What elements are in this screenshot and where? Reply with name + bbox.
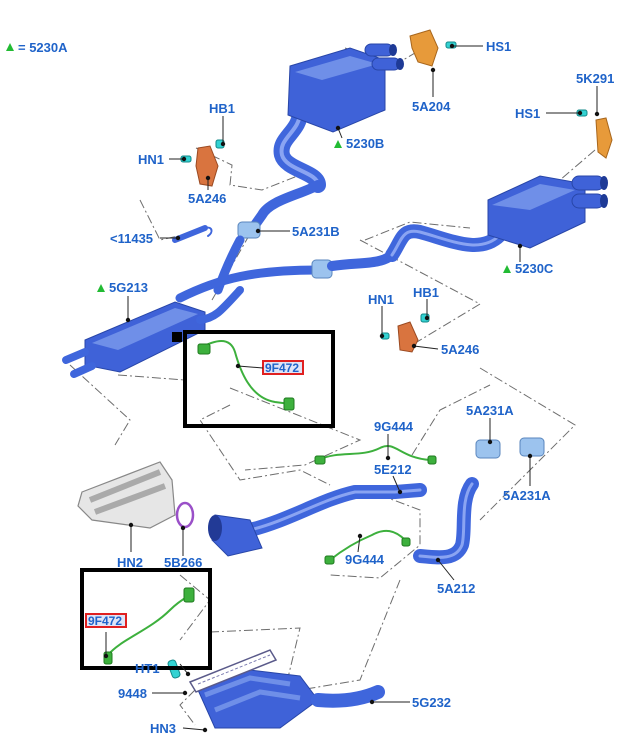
label-hs1-top: HS1 xyxy=(486,39,511,54)
legend: = 5230A xyxy=(6,40,68,55)
callout-box-9f472-top: 9F472 xyxy=(172,330,335,428)
insulator-5a246-left xyxy=(195,145,219,187)
label-hn1-left: HN1 xyxy=(138,152,164,167)
part-labels: HS1 5A204 5K291 HS1 HB1 HN1 5A246 5230B … xyxy=(109,39,614,736)
manifold-left xyxy=(77,461,195,529)
mid-pipes xyxy=(175,180,397,303)
label-5b266: 5B266 xyxy=(164,555,202,570)
label-5230b: 5230B xyxy=(346,136,384,151)
leader-lines xyxy=(103,43,600,733)
label-9f472-top: 9F472 xyxy=(265,361,299,375)
label-hb1-mid: HB1 xyxy=(413,285,439,300)
5230a-markers xyxy=(97,140,511,292)
label-5e212: 5E212 xyxy=(374,462,412,477)
label-hs1-right: HS1 xyxy=(515,106,540,121)
label-5230c: 5230C xyxy=(515,261,554,276)
label-5g213: 5G213 xyxy=(109,280,148,295)
label-5a246-left: 5A246 xyxy=(188,191,226,206)
sensor-9g444-top xyxy=(314,445,437,465)
label-9f472-bottom: 9F472 xyxy=(88,614,122,628)
legend-label: = 5230A xyxy=(18,40,68,55)
label-5a212: 5A212 xyxy=(437,581,475,596)
center-muffler-5g213 xyxy=(62,286,244,378)
label-5a231b: 5A231B xyxy=(292,224,340,239)
label-hn3: HN3 xyxy=(150,721,176,736)
triangle-icon-5230c xyxy=(503,265,511,273)
label-5a231a-top: 5A231A xyxy=(466,403,514,418)
label-hb1-left: HB1 xyxy=(209,101,235,116)
sensor-9g444-bottom xyxy=(324,529,411,565)
legend-triangle-icon xyxy=(6,43,14,51)
callout-box-9f472-bottom: 9F472 xyxy=(80,568,212,670)
triangle-icon-5230b xyxy=(334,140,342,148)
label-9448: 9448 xyxy=(118,686,147,701)
label-9g444-bottom: 9G444 xyxy=(345,552,385,567)
bracket-5a204 xyxy=(409,29,439,67)
label-ht1: HT1 xyxy=(135,661,160,676)
label-hn2: HN2 xyxy=(117,555,143,570)
label-5a204: 5A204 xyxy=(412,99,451,114)
label-5g232: 5G232 xyxy=(412,695,451,710)
bracket-5k291 xyxy=(595,117,613,159)
front-pipe-5e212 xyxy=(208,483,427,557)
label-11435: <11435 xyxy=(110,231,153,246)
rear-muffler-5230b xyxy=(273,43,404,193)
manifold-lower xyxy=(167,649,385,729)
label-5a231a-bottom: 5A231A xyxy=(503,488,551,503)
triangle-icon-5g213 xyxy=(97,284,105,292)
label-5a246-mid: 5A246 xyxy=(441,342,479,357)
label-9g444-top: 9G444 xyxy=(374,419,414,434)
label-hn1-mid: HN1 xyxy=(368,292,394,307)
rear-muffler-5230c xyxy=(385,175,608,262)
label-5k291: 5K291 xyxy=(576,71,614,86)
